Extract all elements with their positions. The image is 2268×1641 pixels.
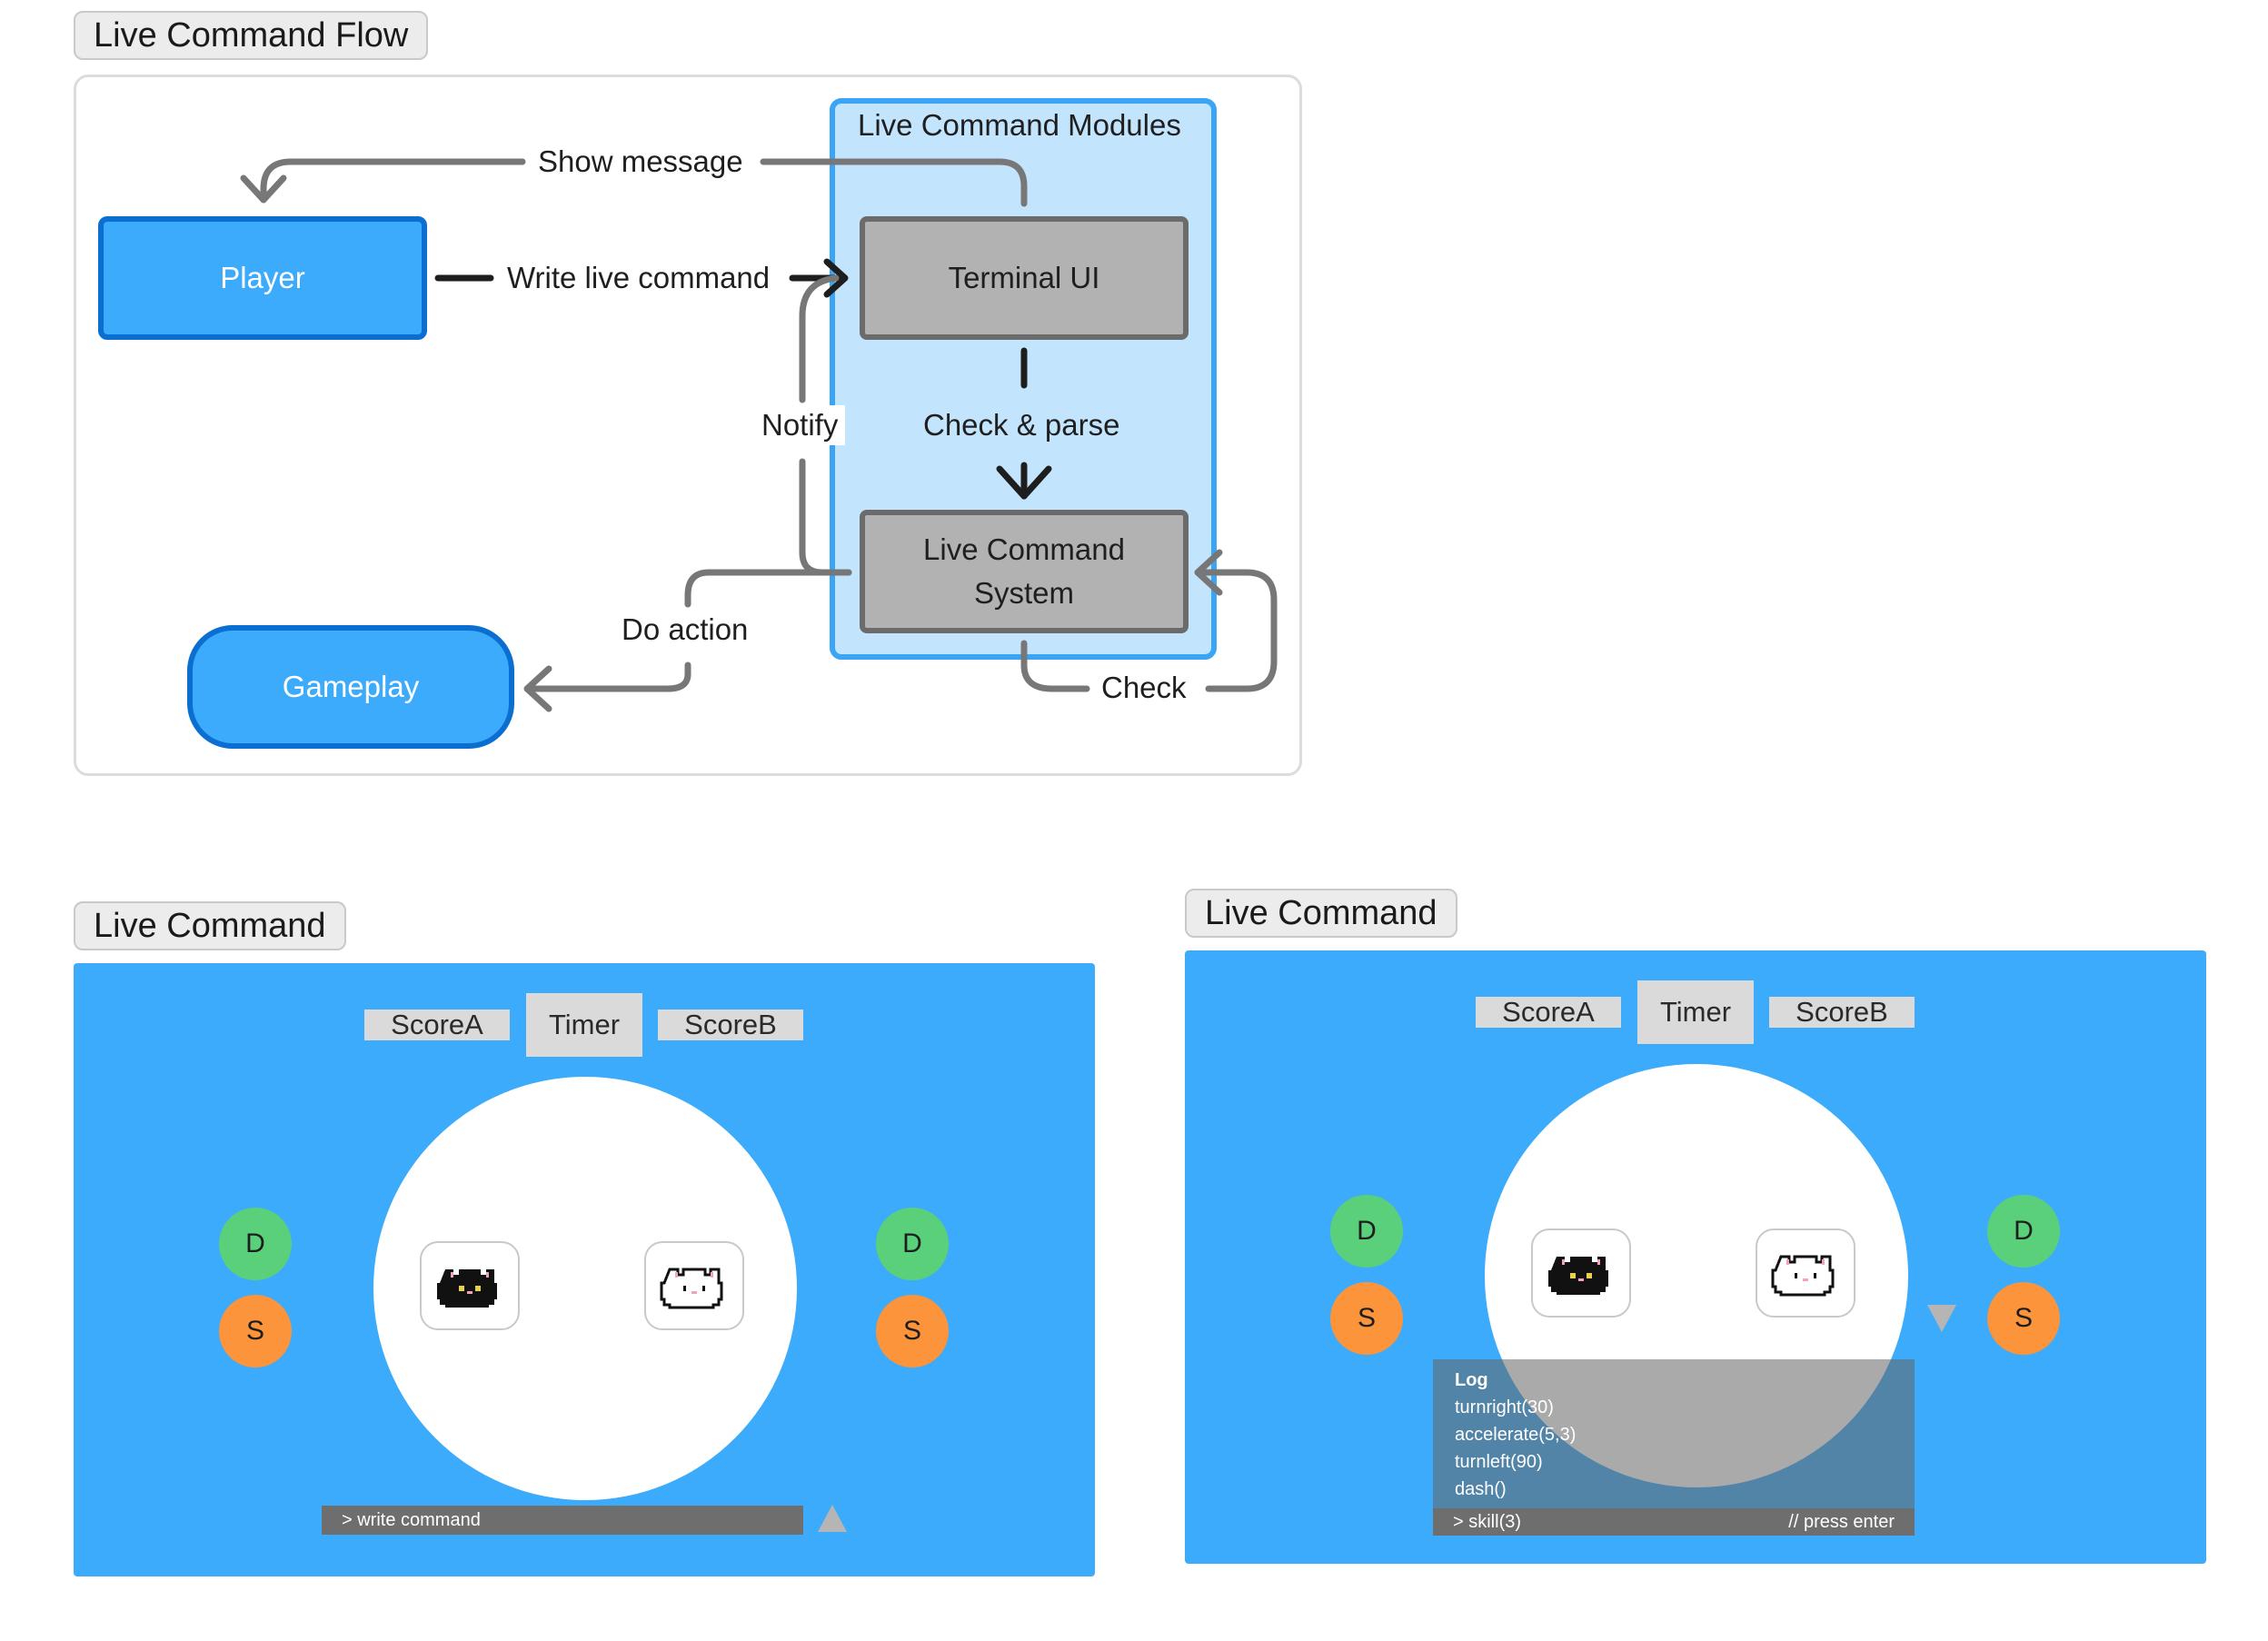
right-dash-button[interactable]: D [1987,1195,2060,1268]
terminal-ui-node: Terminal UI [860,216,1189,340]
score-a-label: ScoreA [364,1009,510,1040]
live-command-system-label-line2: System [973,576,1075,610]
score-b-label: ScoreB [658,1009,803,1040]
flow-section-label: Live Command Flow [74,11,429,60]
edge-show-message-right [760,158,1028,207]
live-command-system-node: Live Command System [860,510,1189,633]
game-panel-2: ScoreA Timer ScoreB D S D S Log turnrigh… [1185,950,2206,1564]
left-dash-button[interactable]: D [219,1208,292,1280]
edge-do-action-lower [527,661,691,692]
score-a-label: ScoreA [1476,997,1621,1028]
black-cat-card [420,1241,520,1330]
command-hint: // press enter [1788,1512,1895,1532]
timer-label: Timer [526,993,642,1057]
terminal-ui-node-label: Terminal UI [948,261,1100,294]
edge-label-do-action: Do action [614,610,756,650]
collapse-down-icon[interactable] [1927,1305,1956,1332]
white-cat-card [644,1241,744,1330]
command-input[interactable]: > skill(3) // press enter [1433,1508,1915,1536]
log-line: turnleft(90) [1455,1452,1543,1472]
player-node: Player [98,216,427,340]
edge-do-action-upper [684,569,852,608]
edge-label-check: Check [1094,668,1194,708]
edge-label-check-parse: Check & parse [916,405,1128,445]
edge-write-arrowhead [823,258,849,298]
left-skill-button[interactable]: S [219,1295,292,1368]
left-dash-button[interactable]: D [1330,1195,1403,1268]
edge-do-action-arrowhead [523,665,552,712]
log-title: Log [1455,1370,1488,1390]
edge-check-loop-arrowhead [1194,549,1223,596]
black-cat-icon [437,1269,497,1308]
gameplay-node-label: Gameplay [282,670,420,703]
edge-show-message-arrowhead [240,174,287,204]
edge-check-loop-left [1020,640,1090,692]
right-skill-button[interactable]: S [876,1295,949,1368]
live-command-system-label-line1: Live Command [923,532,1125,566]
white-cat-card [1756,1228,1855,1318]
gameplay-node: Gameplay [187,625,514,749]
black-cat-icon [1548,1257,1608,1295]
panel2-section-label: Live Command [1185,889,1457,938]
right-dash-button[interactable]: D [876,1208,949,1280]
log-line: dash() [1455,1479,1507,1499]
log-line: turnright(30) [1455,1397,1554,1417]
expand-up-icon[interactable] [818,1505,847,1532]
white-cat-icon [1771,1255,1835,1297]
edge-check-loop-right [1198,569,1278,692]
edge-label-show-message: Show message [531,142,751,182]
edge-label-write-live-command: Write live command [500,258,778,298]
white-cat-icon [660,1268,723,1309]
player-node-label: Player [220,261,305,294]
left-skill-button[interactable]: S [1330,1282,1403,1355]
game-panel-1: ScoreA Timer ScoreB D S D S > write comm… [74,963,1095,1576]
command-value: > skill(3) [1453,1512,1522,1532]
edge-label-notify: Notify [754,405,846,445]
black-cat-card [1531,1228,1631,1318]
modules-title: Live Command Modules [858,108,1181,142]
edge-show-message-left [260,158,526,202]
score-b-label: ScoreB [1769,997,1915,1028]
log-panel: Log turnright(30) accelerate(5,3) turnle… [1433,1359,1915,1508]
timer-label: Timer [1637,980,1754,1044]
log-line: accelerate(5,3) [1455,1425,1577,1445]
panel1-section-label: Live Command [74,901,346,950]
edge-check-parse-arrowhead [996,465,1052,500]
command-input[interactable]: > write command [322,1506,803,1535]
right-skill-button[interactable]: S [1987,1282,2060,1355]
edge-notify-upper [799,274,840,403]
